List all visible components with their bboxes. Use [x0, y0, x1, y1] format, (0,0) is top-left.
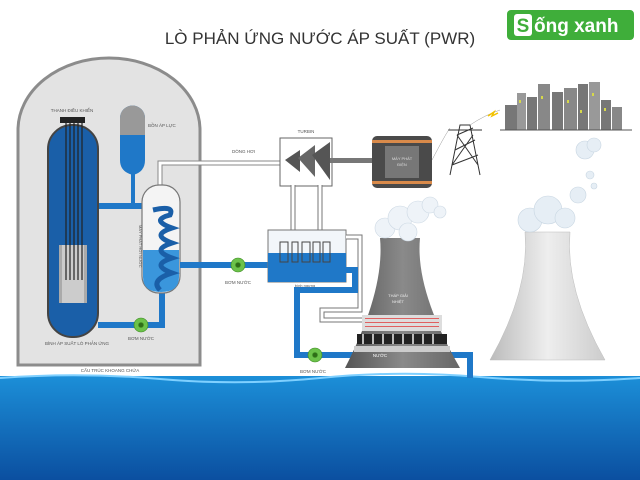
- containment-label: CẤU TRÚC KHOANG CHỨA: [81, 367, 140, 373]
- svg-text:MÁY PHÁT: MÁY PHÁT: [392, 156, 413, 161]
- turbine-label: TURBIN: [298, 129, 315, 134]
- control-rods-label: THANH ĐIỀU KHIỂN: [51, 107, 94, 113]
- svg-text:ống xanh: ống xanh: [534, 16, 618, 37]
- pressurizer-label: BỒN ÁP LỰC: [148, 122, 177, 128]
- steam-generator: MÁY PHÁT HƠI NƯỚC: [138, 184, 181, 294]
- pump-2-label: BƠM NƯỚC: [128, 335, 155, 341]
- svg-text:THÁP GIẢI: THÁP GIẢI: [388, 293, 408, 298]
- city-windows: [519, 93, 606, 113]
- control-rod-head: [60, 117, 85, 123]
- svg-text:S: S: [517, 16, 530, 37]
- city-skyline: [500, 82, 632, 131]
- turbine: [279, 137, 375, 187]
- pump-3-label: BƠM NƯỚC: [300, 368, 327, 374]
- sea-surface: [0, 372, 640, 384]
- power-pylon-icon: [431, 109, 501, 176]
- reactor-pressure-vessel: [47, 117, 99, 338]
- electric-generator: MÁY PHÁT ĐIỆN: [372, 136, 432, 188]
- songxanh-logo: S ống xanh: [507, 10, 634, 40]
- ghost-cooling-tower: [489, 137, 606, 361]
- steam-flow-label: DÒNG HƠI: [232, 148, 255, 154]
- condenser: [267, 229, 347, 283]
- steam-cloud: [374, 196, 447, 242]
- pump-icon: [230, 257, 246, 273]
- cooling-tower: THÁP GIẢI NHIỆT NƯỚC: [345, 196, 460, 368]
- water-label: NƯỚC: [373, 352, 388, 358]
- steam-generator-label: MÁY PHÁT HƠI NƯỚC: [138, 225, 143, 268]
- reactor-vessel-label: BÌNH ÁP SUẤT LÒ PHẢN ỨNG: [45, 340, 109, 346]
- svg-text:ĐIỆN: ĐIỆN: [397, 162, 407, 167]
- sea-water: [0, 376, 640, 480]
- page-title: LÒ PHẢN ỨNG NƯỚC ÁP SUẤT (PWR): [165, 29, 475, 48]
- svg-text:NHIỆT: NHIỆT: [392, 299, 405, 304]
- pump-icon: [133, 317, 149, 333]
- pump-icon: [307, 347, 323, 363]
- condenser-label: bình ngưng: [295, 283, 315, 288]
- pump-1-label: BƠM NƯỚC: [225, 279, 252, 285]
- pressurizer-tank: [120, 105, 145, 175]
- cooling-loop-pipes: [294, 234, 473, 378]
